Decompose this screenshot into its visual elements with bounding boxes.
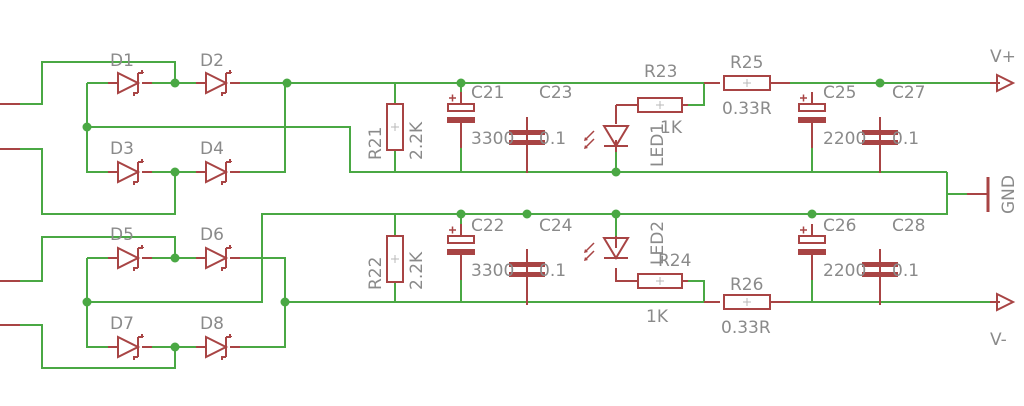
value-c25: 2200 bbox=[823, 129, 866, 149]
value-r23: 1K bbox=[660, 118, 683, 138]
resistor-r23 bbox=[637, 97, 683, 113]
label-c25: C25 bbox=[823, 83, 857, 103]
value-r24: 1K bbox=[646, 307, 669, 327]
label-d8: D8 bbox=[200, 314, 224, 334]
capacitor-c28 bbox=[862, 249, 898, 305]
label-d3: D3 bbox=[110, 139, 134, 159]
label-d7: D7 bbox=[110, 314, 134, 334]
diode-d1-icon bbox=[108, 70, 152, 96]
label-d6: D6 bbox=[200, 225, 224, 245]
bridge-diodes bbox=[108, 70, 240, 360]
labels: D1 D2 D3 D4 D5 D6 D7 D8 R21 2.2K R22 2.2… bbox=[110, 47, 1019, 350]
resistor-r24 bbox=[637, 273, 683, 289]
value-r26: 0.33R bbox=[721, 318, 771, 338]
value-c23: 0.1 bbox=[539, 129, 566, 149]
resistor-r22 bbox=[386, 235, 404, 283]
value-r21: 2.2K bbox=[407, 121, 427, 160]
value-c22: 3300 bbox=[471, 261, 514, 281]
label-c26: C26 bbox=[823, 216, 857, 236]
label-d2: D2 bbox=[200, 51, 224, 71]
label-gnd: GND bbox=[999, 175, 1019, 214]
resistor-r21 bbox=[386, 103, 404, 151]
resistor-r25 bbox=[723, 75, 771, 91]
label-c22: C22 bbox=[471, 216, 505, 236]
diode-d8-icon bbox=[196, 334, 240, 360]
label-d5: D5 bbox=[110, 225, 134, 245]
label-c28: C28 bbox=[892, 216, 926, 236]
label-led1: LED1 bbox=[648, 123, 668, 167]
value-c26: 2200 bbox=[823, 261, 866, 281]
value-r22: 2.2K bbox=[407, 251, 427, 290]
diode-d5-icon bbox=[108, 245, 152, 271]
label-r21: R21 bbox=[366, 127, 386, 160]
value-c28: 0.1 bbox=[892, 261, 919, 281]
value-c24: 0.1 bbox=[539, 261, 566, 281]
label-r23: R23 bbox=[644, 62, 677, 82]
diode-d3-icon bbox=[108, 159, 152, 185]
capacitor-c22 bbox=[447, 224, 475, 280]
value-r25: 0.33R bbox=[722, 99, 772, 119]
capacitor-c23 bbox=[509, 117, 545, 173]
label-d4: D4 bbox=[200, 139, 224, 159]
wires bbox=[0, 61, 990, 369]
capacitor-c21 bbox=[447, 92, 475, 148]
led-led1-icon bbox=[584, 125, 630, 149]
label-c24: C24 bbox=[539, 216, 573, 236]
label-c27: C27 bbox=[892, 83, 926, 103]
capacitor-c26 bbox=[798, 224, 826, 280]
vminus-arrow-icon bbox=[990, 292, 1016, 312]
label-r26: R26 bbox=[730, 275, 763, 295]
label-r22: R22 bbox=[366, 257, 386, 290]
label-d1: D1 bbox=[110, 51, 134, 71]
diode-d2-icon bbox=[196, 70, 240, 96]
label-led2: LED2 bbox=[648, 221, 668, 265]
label-r25: R25 bbox=[730, 53, 763, 73]
diode-d6-icon bbox=[196, 245, 240, 271]
diode-d4-icon bbox=[196, 159, 240, 185]
vplus-arrow-icon bbox=[990, 73, 1016, 93]
capacitor-c24 bbox=[509, 249, 545, 305]
capacitor-c25 bbox=[798, 92, 826, 148]
label-vplus: V+ bbox=[990, 47, 1016, 67]
value-c27: 0.1 bbox=[892, 129, 919, 149]
label-c23: C23 bbox=[539, 83, 573, 103]
led-led2-icon bbox=[584, 237, 630, 261]
value-c21: 3300 bbox=[471, 129, 514, 149]
label-r24: R24 bbox=[658, 251, 691, 271]
junctions bbox=[82, 78, 885, 352]
label-vminus: V- bbox=[990, 330, 1007, 350]
diode-d7-icon bbox=[108, 334, 152, 360]
capacitor-c27 bbox=[862, 117, 898, 173]
resistor-r26 bbox=[723, 294, 771, 310]
label-c21: C21 bbox=[471, 83, 505, 103]
